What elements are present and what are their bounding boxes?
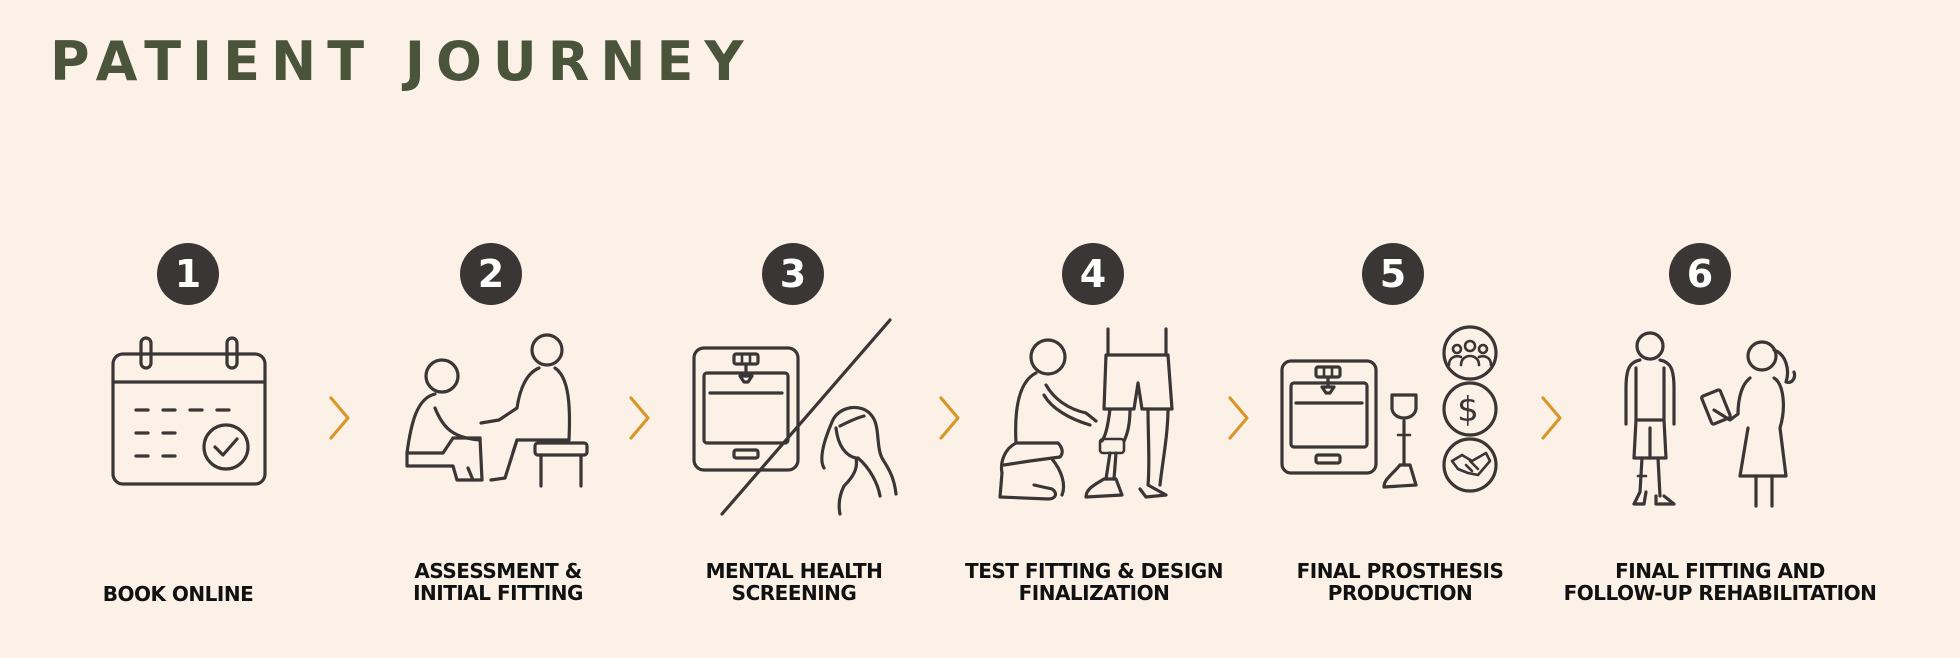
calendar-check-icon	[108, 330, 270, 490]
step-2-label: ASSESSMENT &INITIAL FITTING	[413, 559, 583, 605]
arrow-1-2-icon	[329, 396, 350, 440]
step-1-badge: 1	[157, 243, 219, 305]
printer-mental-health-icon	[690, 318, 902, 518]
test-fitting-icon	[990, 325, 1180, 505]
arrow-4-5-icon	[1228, 396, 1249, 440]
step-4-badge: 4	[1062, 243, 1124, 305]
dollar-icon: $	[1457, 390, 1479, 430]
consultation-icon	[395, 328, 595, 490]
step-6-badge: 6	[1669, 243, 1731, 305]
production-icon	[1280, 325, 1504, 497]
step-1-label: BOOK ONLINE	[102, 582, 254, 606]
rehabilitation-icon	[1610, 328, 1800, 514]
arrow-5-6-icon	[1541, 396, 1562, 440]
page-title: PATIENT JOURNEY	[50, 30, 755, 93]
step-5-badge: 5	[1362, 243, 1424, 305]
arrow-3-4-icon	[939, 396, 960, 440]
step-3-badge: 3	[762, 243, 824, 305]
step-2-badge: 2	[460, 243, 522, 305]
arrow-2-3-icon	[629, 396, 650, 440]
